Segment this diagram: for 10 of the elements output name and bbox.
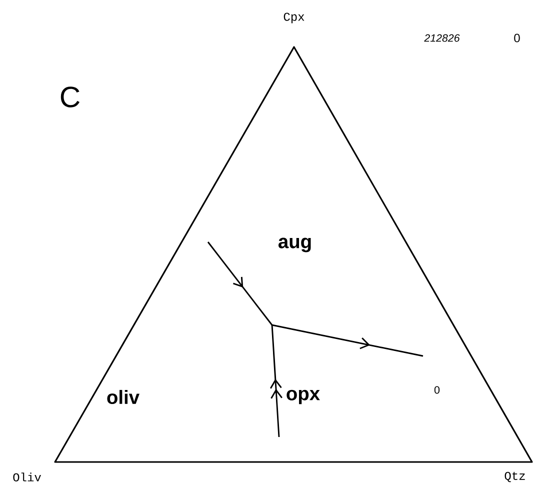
vertex-label: Qtz [504, 472, 525, 482]
field-label: oliv [107, 390, 140, 404]
vertex-label: Cpx [284, 12, 304, 24]
vertex-label: Oliv [13, 472, 41, 482]
plot-code: 0 [434, 386, 440, 394]
plot-number: 212826 [424, 34, 460, 42]
plot-code: 0 [514, 34, 520, 42]
field-label: opx [286, 390, 320, 404]
panel-letter: C [60, 86, 80, 108]
field-label: aug [278, 238, 311, 252]
